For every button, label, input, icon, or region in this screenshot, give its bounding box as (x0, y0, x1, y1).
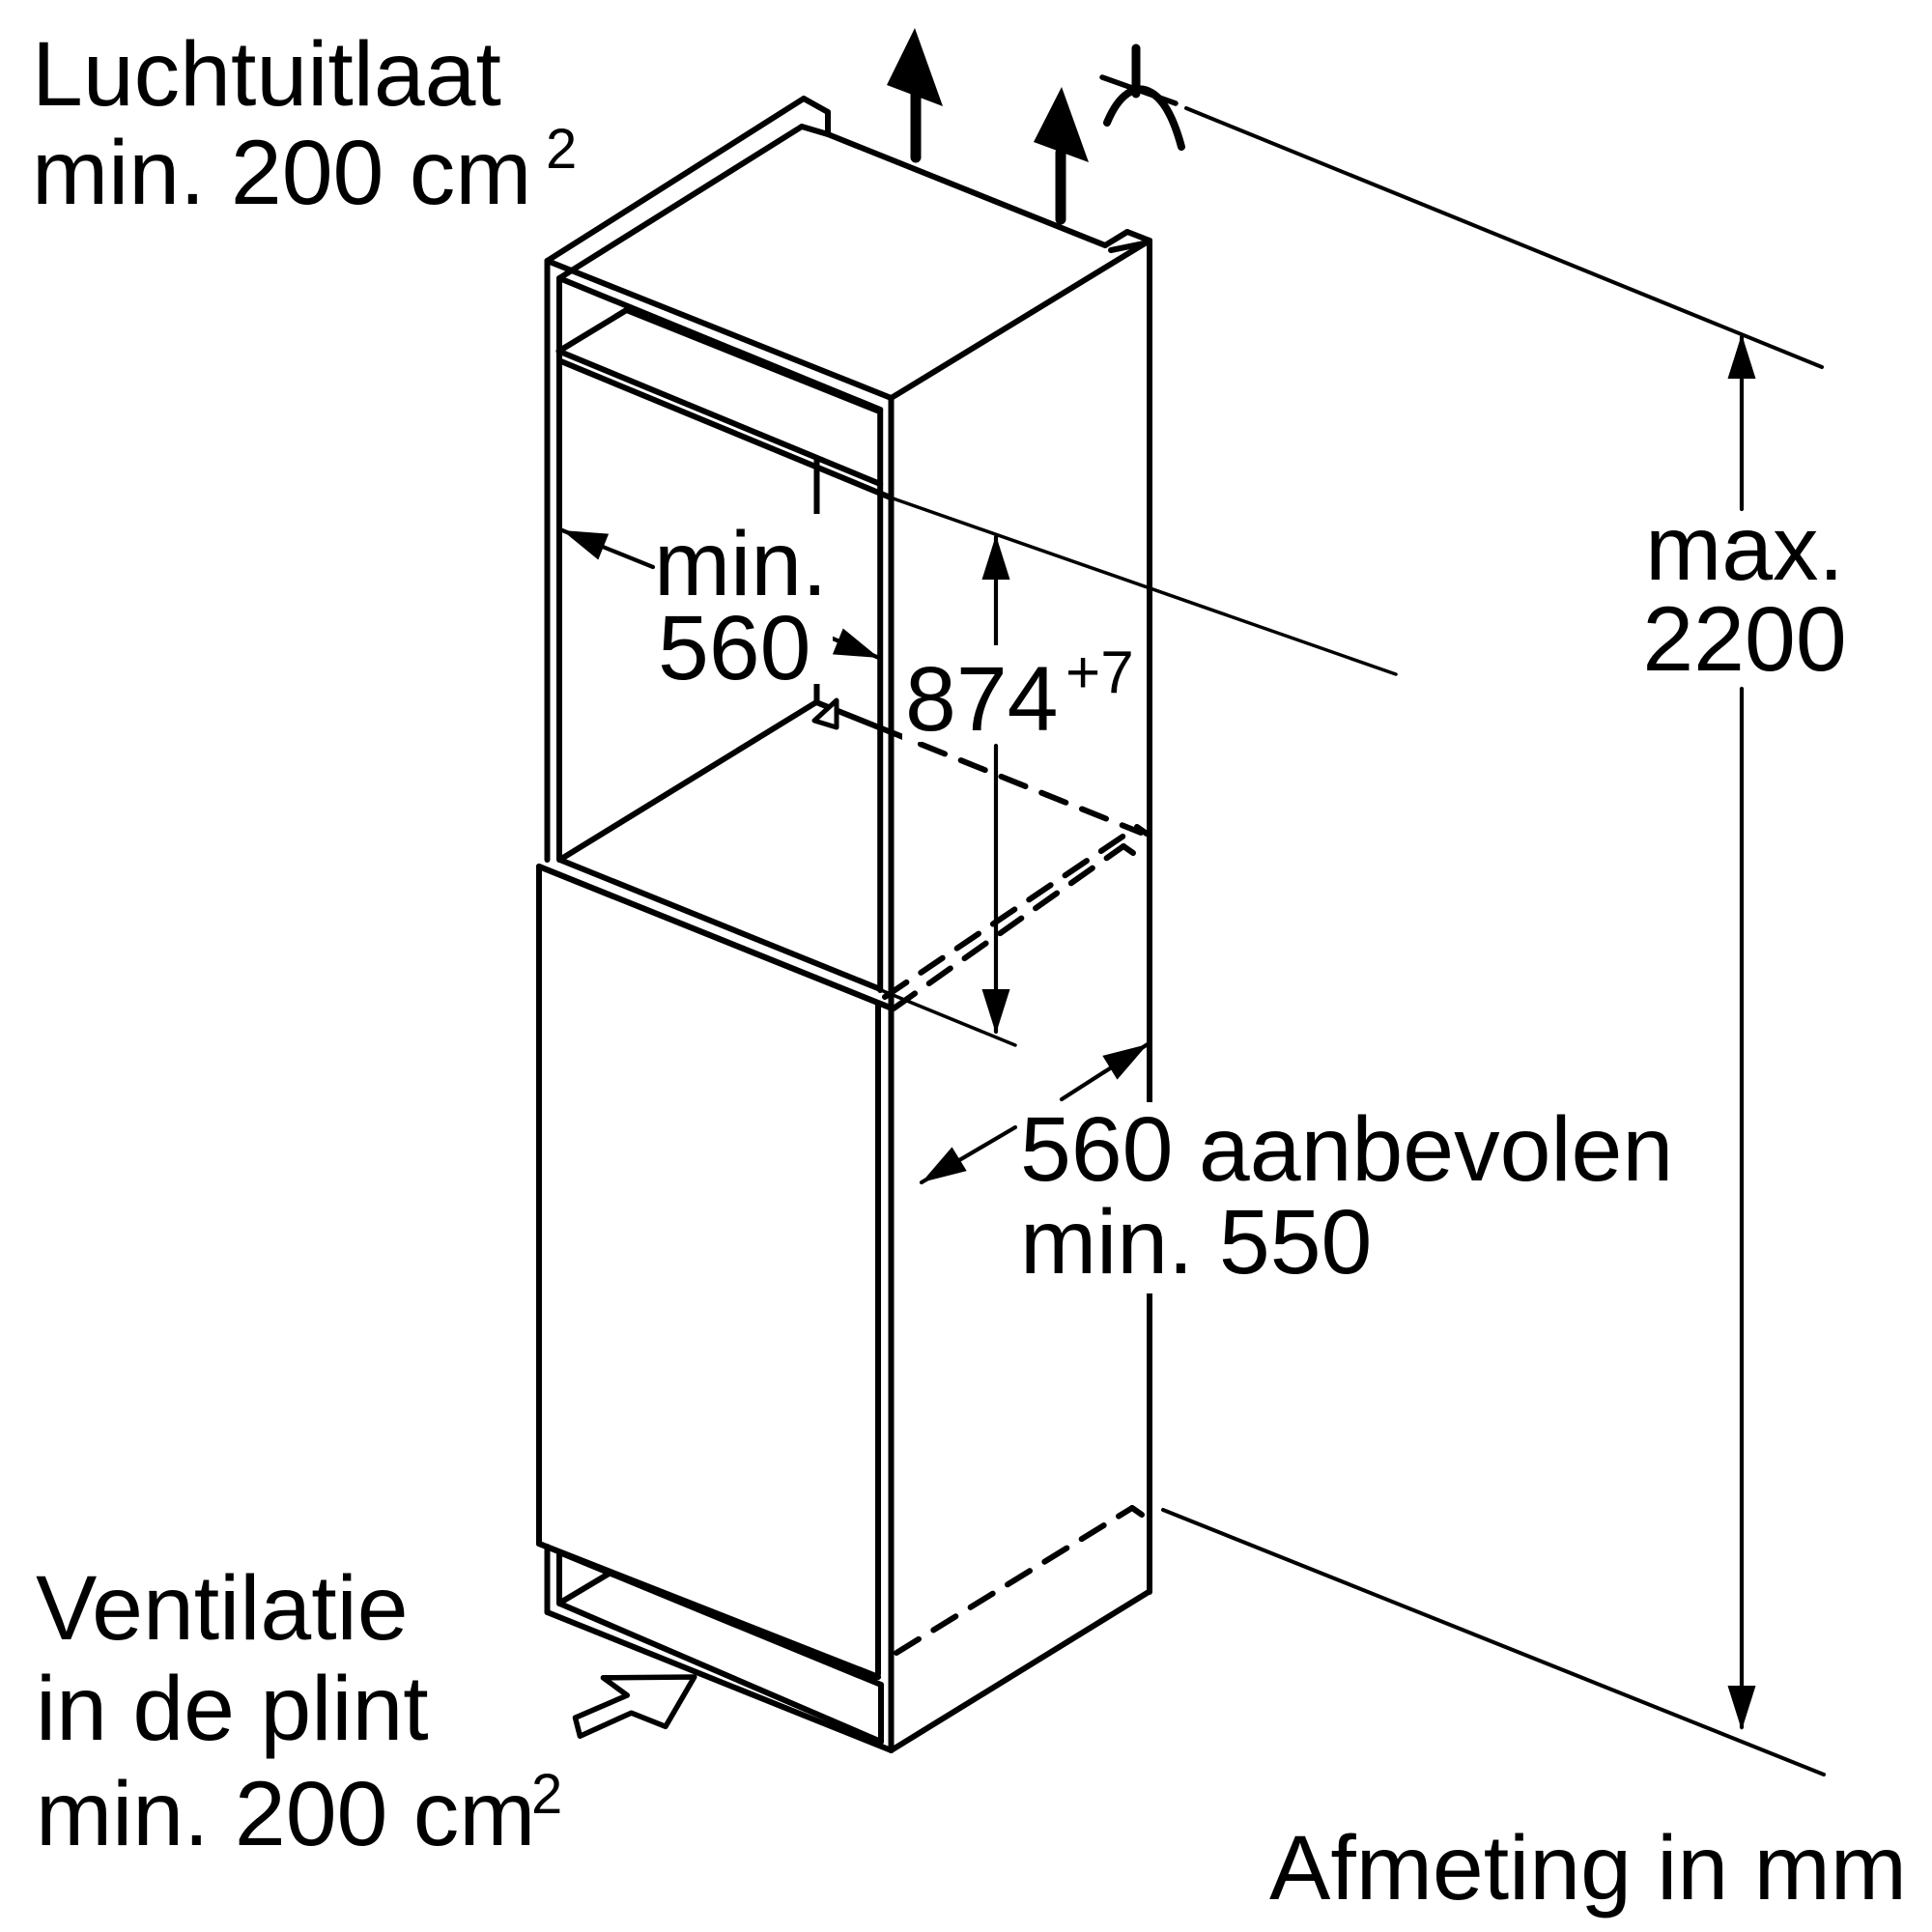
svg-text:2: 2 (531, 1763, 562, 1826)
svg-text:min.: min. (654, 513, 827, 615)
svg-text:Afmeting in mm: Afmeting in mm (1269, 1817, 1907, 1919)
svg-text:in de plint: in de plint (36, 1658, 429, 1760)
svg-text:874: 874 (905, 648, 1059, 751)
svg-text:+7: +7 (1065, 639, 1134, 706)
svg-text:max.: max. (1645, 497, 1844, 600)
svg-text:Ventilatie: Ventilatie (36, 1557, 409, 1660)
svg-text:min. 550: min. 550 (1020, 1191, 1372, 1293)
svg-text:2200: 2200 (1642, 588, 1846, 691)
svg-text:560 aanbevolen: 560 aanbevolen (1020, 1098, 1673, 1201)
svg-text:560: 560 (658, 597, 811, 699)
svg-text:min. 200 cm: min. 200 cm (32, 122, 531, 224)
svg-text:min. 200 cm: min. 200 cm (36, 1763, 535, 1865)
svg-text:Luchtuitlaat: Luchtuitlaat (32, 23, 501, 126)
svg-text:2: 2 (546, 118, 577, 181)
